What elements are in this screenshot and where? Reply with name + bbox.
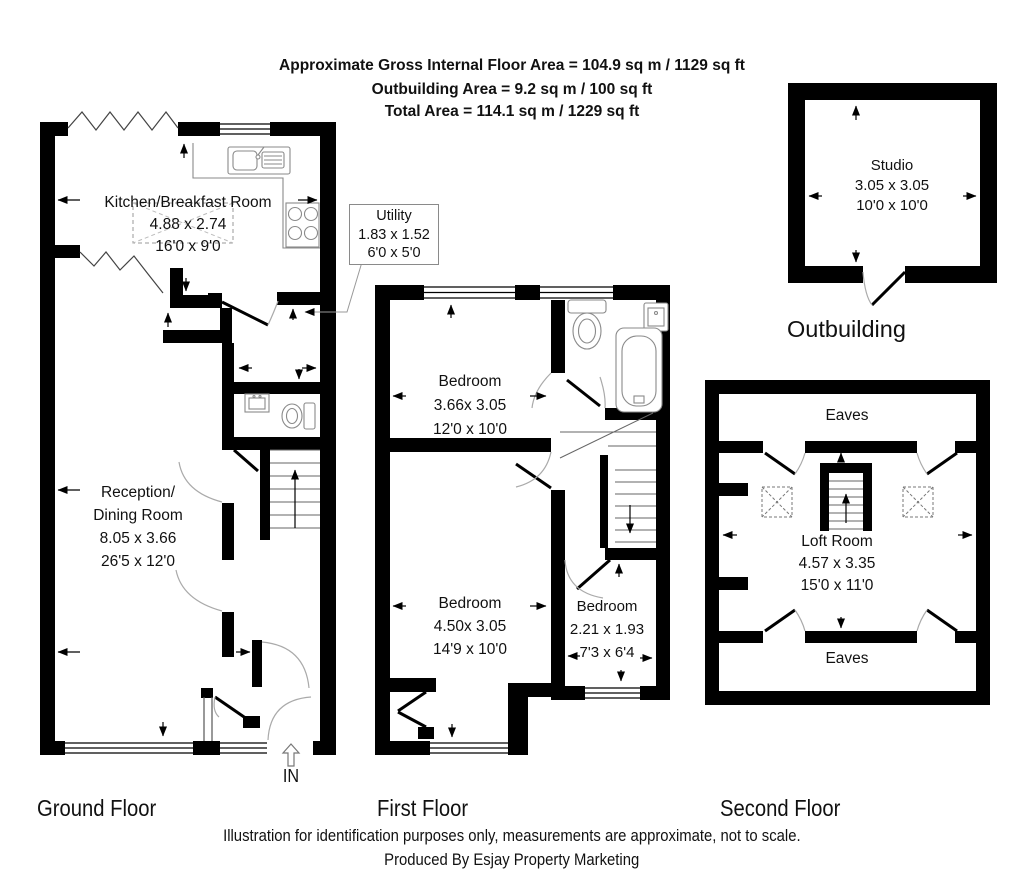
loft-imperial: 15'0 x 11'0 xyxy=(800,577,874,594)
second-floor-title: Second Floor xyxy=(720,795,857,822)
reception-name-line2: Dining Room xyxy=(93,507,183,524)
utility-leader-line xyxy=(304,261,363,316)
ground-floor-title-text: Ground Floor xyxy=(37,795,157,821)
wc-sink xyxy=(244,393,270,413)
first-floor-stairs xyxy=(559,412,656,577)
kitchen-dimension-box xyxy=(132,202,234,244)
ground-floor-plan xyxy=(40,111,363,767)
header-gross-area: Approximate Gross Internal Floor Area = … xyxy=(279,57,745,74)
ground-floor-dimension-arrows xyxy=(57,143,318,737)
bedroom2-imperial: 14'9 x 10'0 xyxy=(432,641,507,658)
eaves-bottom-label: Eaves xyxy=(825,650,869,667)
studio-label: Studio 3.05 x 3.05 10'0 x 10'0 xyxy=(812,156,972,216)
ground-floor-stairs xyxy=(270,449,320,529)
footer-producer-text: Produced By Esjay Property Marketing xyxy=(384,851,640,869)
bathroom-toilet xyxy=(567,299,607,350)
bedroom1-label: Bedroom 3.66x 3.05 12'0 x 10'0 xyxy=(390,370,550,442)
bedroom1-name: Bedroom xyxy=(438,373,502,390)
eaves-top-label: Eaves xyxy=(825,407,869,424)
first-floor-door-leaves xyxy=(397,378,611,729)
footer-producer: Produced By Esjay Property Marketing xyxy=(0,851,1024,870)
first-floor-title: First Floor xyxy=(377,795,481,822)
bedroom2-name: Bedroom xyxy=(438,595,502,612)
second-floor-title-text: Second Floor xyxy=(720,795,841,821)
first-floor-title-text: First Floor xyxy=(377,795,469,821)
utility-label-box: Utility 1.83 x 1.52 6'0 x 5'0 xyxy=(349,204,439,265)
utility-metric: 1.83 x 1.52 xyxy=(358,226,430,243)
ground-floor-door-arcs xyxy=(175,300,312,741)
reception-name-line1: Reception/ xyxy=(100,484,176,501)
loft-metric: 4.57 x 3.35 xyxy=(798,555,876,572)
reception-label: Reception/ Dining Room 8.05 x 3.66 26'5 … xyxy=(48,481,228,573)
in-text: IN xyxy=(282,766,300,786)
kitchen-label: Kitchen/Breakfast Room 4.88 x 2.74 16'0 … xyxy=(68,192,308,258)
ground-floor-windows xyxy=(65,122,313,755)
studio-name: Studio xyxy=(870,157,914,174)
reception-imperial: 26'5 x 12'0 xyxy=(100,553,175,570)
second-floor-door-leaves xyxy=(764,451,958,633)
loft-room-label: Loft Room 4.57 x 3.35 15'0 x 11'0 xyxy=(757,531,917,597)
footer-disclaimer: Illustration for identification purposes… xyxy=(0,827,1024,846)
utility-imperial: 6'0 x 5'0 xyxy=(367,245,421,261)
bathroom-sink xyxy=(643,302,669,332)
wc-toilet xyxy=(281,402,316,430)
header-outbuilding-area: Outbuilding Area = 9.2 sq m / 100 sq ft xyxy=(371,81,653,98)
studio-imperial: 10'0 x 10'0 xyxy=(856,197,928,214)
bedroom2-metric: 4.50x 3.05 xyxy=(433,618,507,635)
second-floor-dimension-arrows xyxy=(722,531,973,629)
first-floor-door-arcs xyxy=(515,372,606,599)
kitchen-sink xyxy=(227,146,291,175)
outbuilding-door-arc xyxy=(862,271,873,306)
bedroom3-metric: 2.21 x 1.93 xyxy=(569,621,645,638)
second-floor-door-arcs xyxy=(794,452,928,632)
ground-floor-door-leaves xyxy=(214,300,269,721)
second-floor-stairs xyxy=(820,452,872,531)
loft-skylight-right xyxy=(902,486,934,518)
kitchen-hob xyxy=(285,202,320,248)
entrance-in-label: IN xyxy=(271,766,311,787)
bedroom2-label: Bedroom 4.50x 3.05 14'9 x 10'0 xyxy=(390,592,550,661)
outbuilding-title: Outbuilding xyxy=(787,316,906,342)
bedroom3-imperial: 7'3 x 6'4 xyxy=(579,644,635,661)
outbuilding-door-leaf xyxy=(870,270,907,307)
break-line-zigzags xyxy=(67,111,179,294)
first-floor-windows xyxy=(424,285,640,755)
reception-metric: 8.05 x 3.66 xyxy=(99,530,177,547)
bedroom3-name: Bedroom xyxy=(576,598,638,615)
second-floor-walls xyxy=(705,380,990,705)
bathroom-bathtub xyxy=(615,327,663,413)
first-floor-plan xyxy=(375,285,670,755)
utility-name: Utility xyxy=(376,208,412,224)
ground-floor-title: Ground Floor xyxy=(37,795,173,822)
studio-metric: 3.05 x 3.05 xyxy=(854,177,930,194)
first-floor-dimension-arrows xyxy=(392,304,653,738)
header-total-area: Total Area = 114.1 sq m / 1229 sq ft xyxy=(384,103,640,120)
bedroom3-label: Bedroom 2.21 x 1.93 7'3 x 6'4 xyxy=(547,595,667,664)
loft-name: Loft Room xyxy=(801,533,873,550)
kitchen-counter xyxy=(192,143,320,249)
bedroom1-metric: 3.66x 3.05 xyxy=(433,397,507,414)
second-floor-plan xyxy=(705,380,990,705)
outbuilding-walls xyxy=(788,83,997,283)
bedroom1-imperial: 12'0 x 10'0 xyxy=(432,421,507,438)
kitchen-name: Kitchen/Breakfast Room xyxy=(104,194,272,211)
kitchen-imperial: 16'0 x 9'0 xyxy=(155,238,221,255)
entrance-in-arrow xyxy=(281,743,301,767)
loft-skylight-left xyxy=(761,486,793,518)
footer-disclaimer-text: Illustration for identification purposes… xyxy=(223,827,801,845)
outbuilding-plan xyxy=(788,83,997,307)
outbuilding-dimension-arrows xyxy=(808,105,977,263)
kitchen-metric: 4.88 x 2.74 xyxy=(149,216,227,233)
